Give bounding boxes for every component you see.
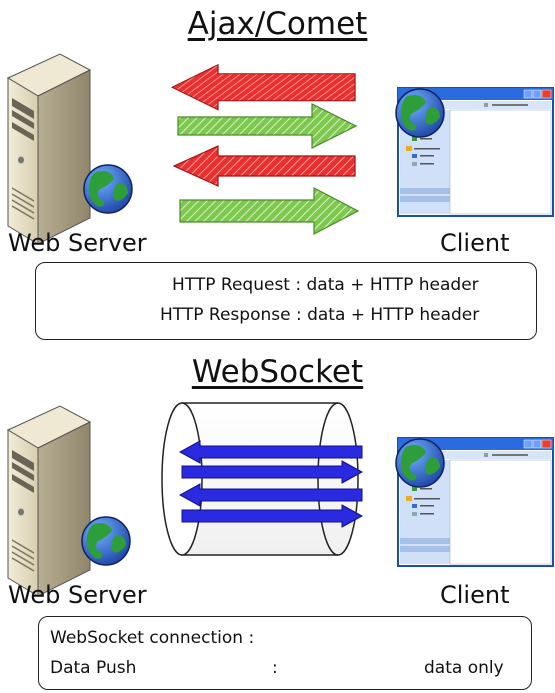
globe-icon (395, 88, 445, 138)
push-arrow-left (178, 440, 363, 464)
globe-icon (83, 164, 133, 214)
legend-response-label: HTTP Response : data + HTTP header (160, 305, 480, 325)
push-arrow-right (181, 460, 364, 484)
legend-push-label: Data Push (50, 658, 137, 678)
server-icon (7, 405, 91, 597)
websocket-title: WebSocket (191, 354, 364, 390)
push-arrow-right (181, 504, 364, 528)
websocket-legend (38, 616, 532, 690)
legend-push-colon: : (272, 658, 278, 678)
push-arrow-left (178, 483, 363, 507)
web-server-label: Web Server (8, 581, 147, 609)
globe-icon (81, 516, 131, 566)
client-label: Client (440, 229, 510, 257)
client-label: Client (440, 581, 510, 609)
request-arrow (172, 145, 356, 187)
legend-push-note: data only (424, 658, 504, 678)
server-icon (7, 53, 91, 245)
response-arrow (179, 187, 360, 235)
websocket-tube (161, 402, 359, 556)
legend-connection-label: WebSocket connection : (50, 628, 255, 648)
ajax-comet-title: Ajax/Comet (187, 6, 368, 42)
request-arrow (170, 63, 356, 111)
web-server-label: Web Server (8, 229, 147, 257)
response-arrow (177, 103, 358, 149)
ajax-legend (35, 262, 537, 340)
globe-icon (395, 438, 445, 488)
legend-request-label: HTTP Request : data + HTTP header (172, 275, 479, 295)
